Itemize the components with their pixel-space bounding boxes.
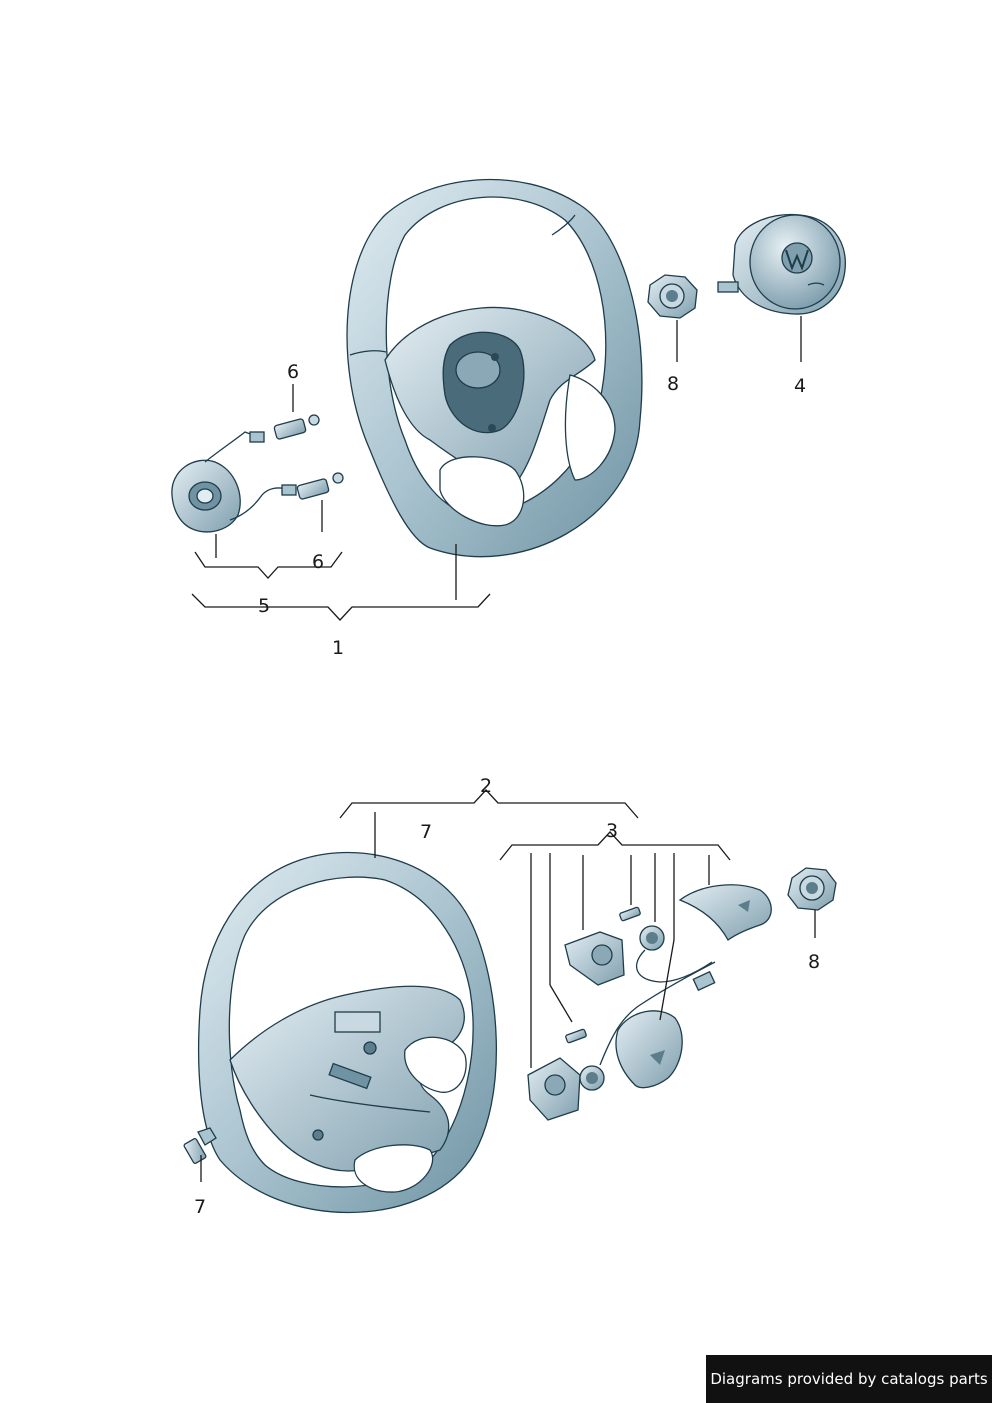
footer-credit-bar: Diagrams provided by catalogs parts [706, 1355, 992, 1403]
button-cover-right [678, 884, 772, 941]
connector-upper [639, 925, 665, 951]
callout-3: 3 [606, 820, 618, 842]
bolt [183, 1127, 217, 1164]
clock-spring [171, 431, 297, 533]
hex-nut-top [647, 274, 698, 319]
button-cover-left [615, 1010, 683, 1089]
callout-7-upper: 7 [420, 821, 432, 843]
callout-4: 4 [794, 375, 806, 397]
callout-6-lower: 6 [312, 551, 324, 573]
contact-pin-upper [273, 414, 320, 440]
screw-upper [619, 906, 641, 922]
callout-5: 5 [258, 595, 270, 617]
callout-2: 2 [480, 775, 492, 797]
callout-1: 1 [332, 637, 344, 659]
callout-7-lower: 7 [194, 1196, 206, 1218]
switch-module-left [527, 1057, 581, 1121]
contact-pin-lower [296, 472, 344, 500]
switch-module-right [564, 931, 625, 986]
wiring-harness [599, 949, 716, 1066]
connector-lower [579, 1065, 605, 1091]
steering-wheel-bottom [197, 851, 498, 1214]
hex-nut-bottom [787, 867, 837, 911]
footer-credit-text: Diagrams provided by catalogs parts [710, 1370, 988, 1388]
steering-wheel-top [346, 178, 643, 558]
airbag-module [717, 213, 846, 315]
callout-8-top: 8 [667, 373, 679, 395]
callout-6-upper: 6 [287, 361, 299, 383]
screw-lower [565, 1028, 587, 1044]
callout-8-bottom: 8 [808, 951, 820, 973]
